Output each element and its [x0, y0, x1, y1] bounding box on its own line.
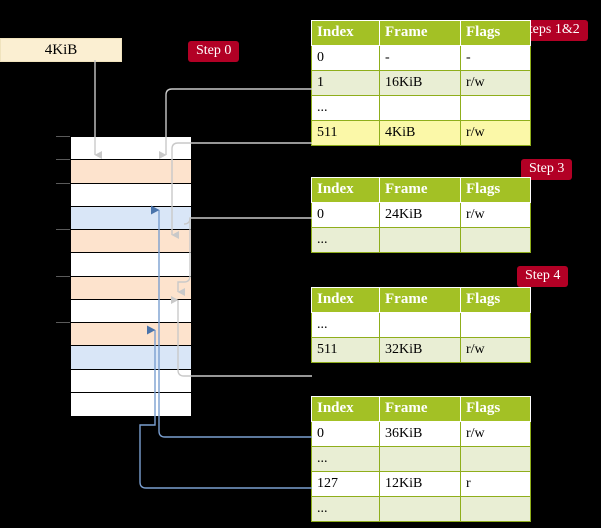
- cell-index: ...: [311, 95, 380, 121]
- cell-frame: [379, 227, 461, 253]
- memory-frame-row: [71, 137, 191, 161]
- frame-tick-mark: [56, 275, 70, 277]
- memory-frame-row: [71, 369, 191, 393]
- table-row[interactable]: ...: [311, 95, 531, 121]
- column-header-frame: Frame: [379, 20, 461, 46]
- cell-flags: r: [460, 471, 531, 497]
- cell-index: 1: [311, 70, 380, 96]
- table-row[interactable]: ...: [311, 312, 531, 338]
- column-header-flags: Flags: [460, 396, 531, 422]
- cell-flags: [460, 95, 531, 121]
- memory-frame-row: [71, 206, 191, 230]
- cell-flags: [460, 227, 531, 253]
- memory-frame-row: [71, 392, 191, 416]
- cell-flags: -: [460, 45, 531, 71]
- cell-index: 127: [311, 471, 380, 497]
- step-badge-1: Steps 1&2: [513, 20, 588, 41]
- cell-flags: r/w: [460, 421, 531, 447]
- frame-tick-mark: [56, 182, 70, 184]
- memory-frame-row: [71, 183, 191, 207]
- cell-index: ...: [311, 312, 380, 338]
- cell-flags: r/w: [460, 337, 531, 363]
- cell-frame: 16KiB: [379, 70, 461, 96]
- cell-flags: [460, 446, 531, 472]
- cell-frame: [379, 496, 461, 522]
- cell-frame: [379, 312, 461, 338]
- table-row[interactable]: ...: [311, 496, 531, 522]
- cell-index: ...: [311, 446, 380, 472]
- wire-frame-to-l3-entry0: [183, 217, 312, 225]
- physical-memory-column: [70, 136, 191, 416]
- memory-frame-row: [71, 323, 191, 347]
- memory-frame-row: [71, 346, 191, 370]
- step-badge-0: Step 0: [188, 41, 240, 62]
- frame-tick-mark: [56, 159, 70, 161]
- frame-tick-mark: [56, 322, 70, 323]
- step-badge-3: Step 4: [517, 266, 569, 287]
- column-header-flags: Flags: [460, 177, 531, 203]
- cell-frame: 36KiB: [379, 421, 461, 447]
- column-header-frame: Frame: [379, 396, 461, 422]
- memory-frame-row: [71, 230, 191, 254]
- table-row[interactable]: ...: [311, 446, 531, 472]
- step-badge-2: Step 3: [521, 159, 573, 180]
- cell-frame: 4KiB: [379, 120, 461, 146]
- cell-frame: -: [379, 45, 461, 71]
- frame-tick-mark: [56, 136, 70, 137]
- memory-frame-row: [71, 160, 191, 184]
- cell-index: 511: [311, 120, 380, 146]
- column-header-frame: Frame: [379, 287, 461, 313]
- cell-flags: r/w: [460, 70, 531, 96]
- wire-frame-to-l2-entry511: [177, 369, 312, 377]
- cell-index: 0: [311, 45, 380, 71]
- column-header-index: Index: [311, 177, 380, 203]
- table-row[interactable]: ...: [311, 227, 531, 253]
- memory-frame-row: [71, 299, 191, 323]
- cell-frame: [379, 446, 461, 472]
- cell-index: ...: [311, 227, 380, 253]
- column-header-index: Index: [311, 287, 380, 313]
- wire-l4-511-to-frame: [171, 142, 312, 239]
- cell-index: 511: [311, 337, 380, 363]
- cell-frame: 12KiB: [379, 471, 461, 497]
- memory-frame-row: [71, 276, 191, 300]
- cell-flags: r/w: [460, 120, 531, 146]
- cell-frame: [379, 95, 461, 121]
- column-header-frame: Frame: [379, 177, 461, 203]
- memory-frame-row: [71, 253, 191, 277]
- column-header-flags: Flags: [460, 287, 531, 313]
- cell-index: 0: [311, 202, 380, 228]
- column-header-index: Index: [311, 396, 380, 422]
- cell-index: 0: [311, 421, 380, 447]
- cell-flags: [460, 496, 531, 522]
- cell-frame: 32KiB: [379, 337, 461, 363]
- table-row[interactable]: 0--: [311, 45, 531, 71]
- virtual-address-label: 4KiB: [0, 38, 122, 62]
- frame-tick-mark: [56, 229, 70, 230]
- cell-frame: 24KiB: [379, 202, 461, 228]
- cell-flags: r/w: [460, 202, 531, 228]
- column-header-index: Index: [311, 20, 380, 46]
- cell-flags: [460, 312, 531, 338]
- column-header-flags: Flags: [460, 20, 531, 46]
- cell-index: ...: [311, 496, 380, 522]
